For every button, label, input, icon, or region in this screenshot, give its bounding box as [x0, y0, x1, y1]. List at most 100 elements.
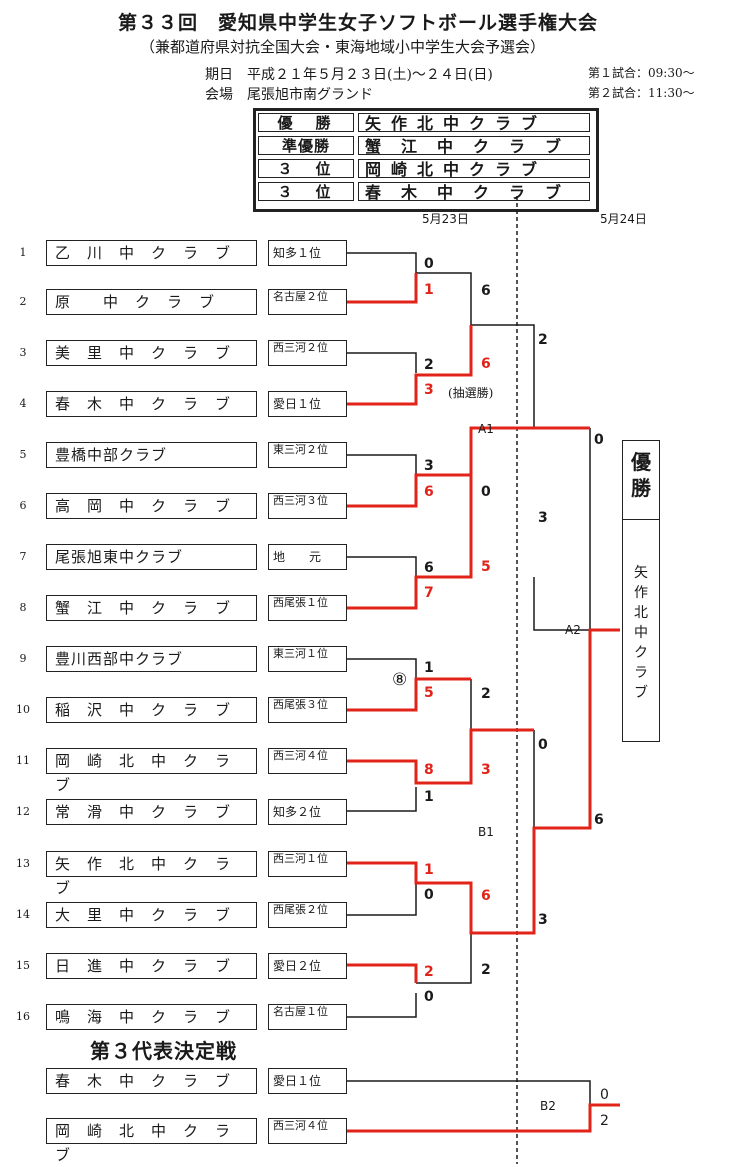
score: 1 [424, 789, 434, 805]
team-number: 2 [19, 295, 27, 308]
team-name: 大 里 中 ク ラ ブ [46, 902, 257, 928]
score: 5 [481, 559, 491, 575]
score: 0 [481, 484, 491, 500]
date-day1: 5月23日 [422, 212, 469, 226]
team-number: 10 [16, 703, 30, 716]
score: 6 [424, 560, 434, 576]
result-rank: 準優勝 [258, 136, 354, 155]
team-number: 15 [16, 959, 30, 972]
score: 2 [481, 686, 491, 702]
team-number: 5 [19, 448, 27, 461]
team-number: 4 [19, 397, 27, 410]
result-rank: ３ 位 [258, 159, 354, 178]
result-team: 蟹 江 中 ク ラ ブ [358, 136, 590, 156]
date-day2: 5月24日 [600, 212, 647, 226]
result-rank: ３ 位 [258, 182, 354, 201]
result-team: 矢作北中クラブ [358, 113, 590, 133]
team-number: 7 [19, 550, 27, 563]
score: 2 [424, 357, 434, 373]
r1-lines-black [347, 252, 417, 1018]
score: 2 [424, 964, 434, 980]
team-name: 鳴 海 中 ク ラ ブ [46, 1004, 257, 1030]
result-row: ３ 位 岡崎北中クラブ [258, 159, 590, 179]
score: 0 [424, 887, 434, 903]
result-team: 春 木 中 ク ラ ブ [358, 182, 590, 202]
team-number: 12 [16, 805, 30, 818]
score: 1 [424, 660, 434, 676]
score: 1 [424, 282, 434, 298]
team-name: 高 岡 中 ク ラ ブ [46, 493, 257, 519]
team-region: 西尾張２位 [268, 902, 347, 928]
team-name: 岡 崎 北 中 ク ラ ブ [46, 1118, 257, 1164]
game-label-a2: A2 [565, 623, 581, 637]
team-name: 美 里 中 ク ラ ブ [46, 340, 257, 366]
score: 0 [424, 989, 434, 1005]
team-region: 愛日１位 [268, 1068, 347, 1094]
team-name: 豊橋中部クラブ [46, 442, 257, 468]
score: 3 [424, 382, 434, 398]
score: 2 [538, 332, 548, 348]
team-region: 東三河１位 [268, 646, 347, 672]
score: 6 [424, 484, 434, 500]
playoff-lines [347, 1080, 620, 1133]
team-region: 西三河３位 [268, 493, 347, 519]
team-region: 西三河４位 [268, 748, 347, 774]
team-region: 西尾張１位 [268, 595, 347, 621]
result-team: 岡崎北中クラブ [358, 159, 590, 179]
champion-divider [623, 519, 659, 520]
team-region: 愛日１位 [268, 391, 347, 417]
score: 6 [481, 888, 491, 904]
circled-eight: ⑧ [392, 670, 408, 690]
team-number: 13 [16, 857, 30, 870]
result-rank: 優 勝 [258, 113, 354, 132]
lottery-note: (抽選勝) [448, 386, 494, 400]
game1-time: 第１試合：09:30～ [588, 66, 695, 80]
team-number: 14 [16, 908, 30, 921]
game-label-b2: B2 [540, 1099, 556, 1113]
team-name: 豊川西部中クラブ [46, 646, 257, 672]
score: 2 [481, 962, 491, 978]
team-name: 原 中 ク ラ ブ [46, 289, 257, 315]
team-region: 西三河４位 [268, 1118, 347, 1144]
page-title: 第３３回 愛知県中学生女子ソフトボール選手権大会 [118, 12, 599, 34]
team-name: 矢 作 北 中 ク ラ ブ [46, 851, 257, 897]
team-number: 8 [19, 601, 27, 614]
winner-paths [347, 273, 620, 983]
team-number: 1 [19, 246, 27, 259]
team-name: 春 木 中 ク ラ ブ [46, 391, 257, 417]
page-subtitle: （兼都道府県対抗全国大会・東海地域小中学生大会予選会） [140, 38, 546, 56]
team-name: 岡 崎 北 中 ク ラ ブ [46, 748, 257, 794]
score: 3 [424, 458, 434, 474]
team-region: 愛日２位 [268, 953, 347, 979]
result-row: 優 勝 矢作北中クラブ [258, 113, 590, 133]
team-region: 名古屋２位 [268, 289, 347, 315]
score: 6 [481, 356, 491, 372]
team-name: 春 木 中 ク ラ ブ [46, 1068, 257, 1094]
team-name: 常 滑 中 ク ラ ブ [46, 799, 257, 825]
score: 7 [424, 585, 434, 601]
results-box: 優 勝 矢作北中クラブ 準優勝 蟹 江 中 ク ラ ブ ３ 位 岡崎北中クラブ … [253, 108, 599, 212]
score: 3 [481, 762, 491, 778]
champion-name: 矢作北中クラブ [634, 565, 648, 701]
score: 3 [538, 912, 548, 928]
playoff-score: 0 [600, 1087, 609, 1103]
r3-lines-black [471, 324, 535, 828]
score: 8 [424, 762, 434, 778]
score: 3 [538, 510, 548, 526]
team-name: 日 進 中 ク ラ ブ [46, 953, 257, 979]
team-number: 11 [16, 754, 30, 767]
team-name: 尾張旭東中クラブ [46, 544, 257, 570]
team-name: 蟹 江 中 ク ラ ブ [46, 595, 257, 621]
game-label-b1: B1 [478, 825, 494, 839]
team-region: 西三河１位 [268, 851, 347, 877]
champion-title: 優勝 [631, 450, 651, 500]
final-score: 6 [594, 812, 604, 828]
result-row: 準優勝 蟹 江 中 ク ラ ブ [258, 136, 590, 156]
team-region: 知多１位 [268, 240, 347, 266]
r4-lines-black [533, 428, 591, 631]
final-score: 0 [594, 432, 604, 448]
event-venue: 会場 尾張旭市南グランド [205, 87, 373, 103]
team-region: 地 元 [268, 544, 347, 570]
team-number: 9 [19, 652, 27, 665]
score: 1 [424, 862, 434, 878]
